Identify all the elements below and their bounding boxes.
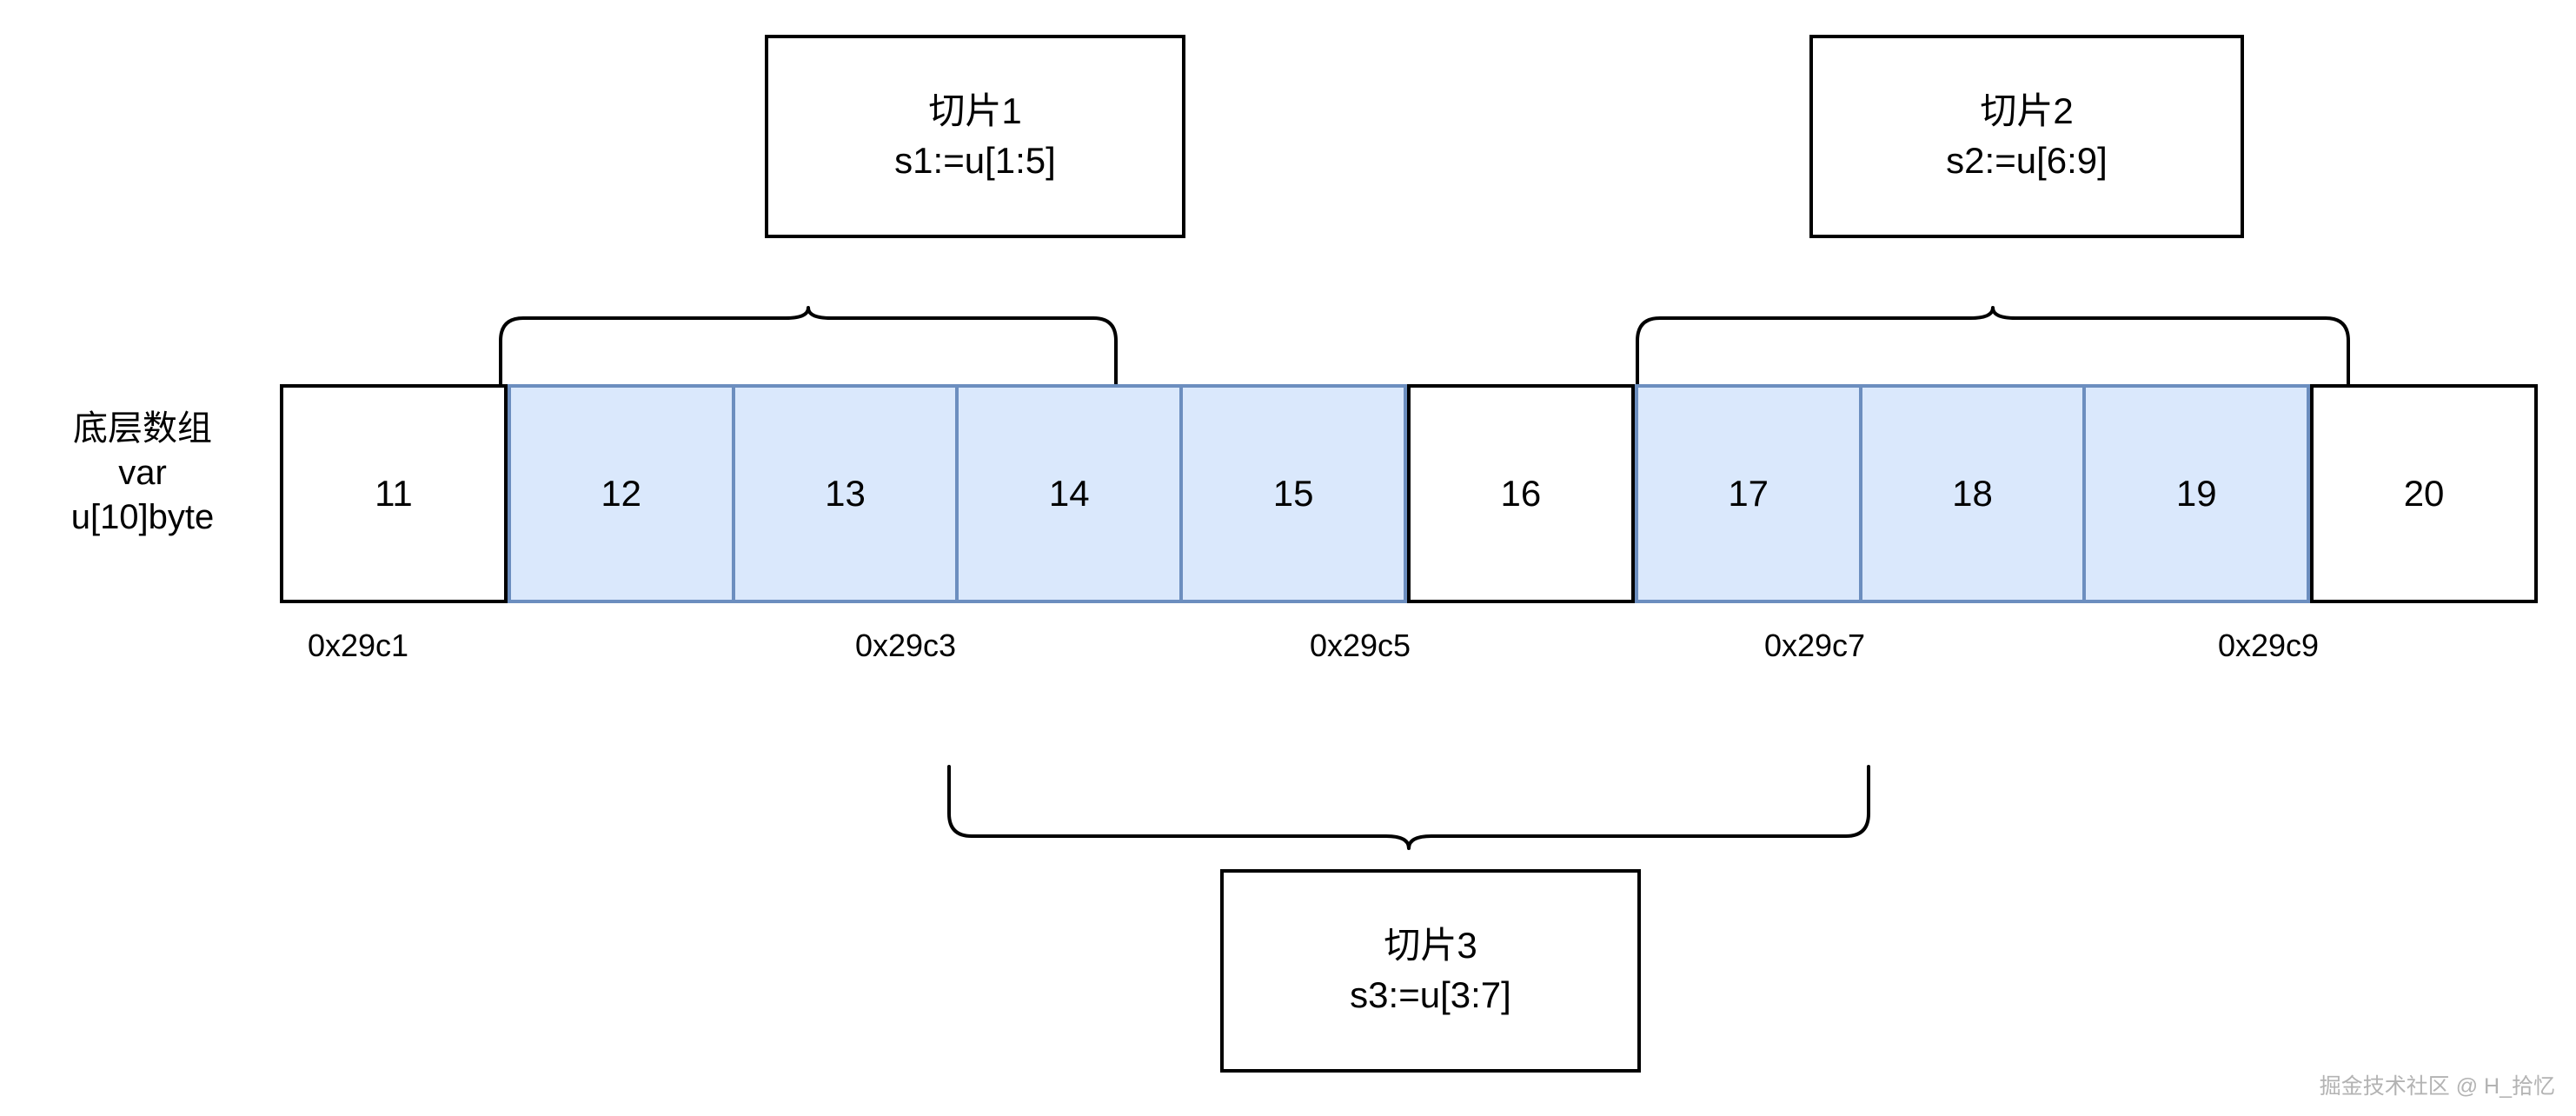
array-label-line1: 底层数组	[73, 409, 212, 448]
array-cell-value: 20	[2403, 473, 2445, 514]
array-cell-value: 18	[1952, 473, 1993, 514]
array-cell-value: 11	[375, 473, 413, 514]
array-cell: 13	[733, 384, 958, 603]
array-label: 底层数组 var u[10]byte	[26, 407, 259, 541]
array-cell: 19	[2084, 384, 2311, 603]
address-label: 0x29c9	[2217, 628, 2320, 663]
array-cell-value: 14	[1048, 473, 1090, 514]
array-label-line3: u[10]byte	[70, 498, 215, 537]
slice-box-slice2: 切片2 s2:=u[6:9]	[1809, 35, 2244, 238]
array-label-line2: var	[118, 454, 167, 493]
slice-box-slice1: 切片1 s1:=u[1:5]	[765, 35, 1185, 238]
array-cell: 17	[1634, 384, 1861, 603]
array-cell: 16	[1406, 384, 1635, 603]
array-cell: 18	[1860, 384, 2085, 603]
address-label: 0x29c5	[1309, 628, 1411, 663]
slice2-title: 切片2	[1980, 90, 2074, 132]
slice1-expression: s1:=u[1:5]	[894, 140, 1056, 181]
slice3-title: 切片3	[1384, 925, 1477, 967]
array-cell-value: 16	[1500, 473, 1542, 514]
array-cell-value: 17	[1728, 473, 1769, 514]
slice-box-slice3: 切片3 s3:=u[3:7]	[1220, 869, 1641, 1073]
array-cell: 15	[1181, 384, 1407, 603]
array-cell-value: 13	[825, 473, 866, 514]
address-label: 0x29c7	[1763, 628, 1866, 663]
array-cell-value: 19	[2175, 473, 2217, 514]
array-cell: 12	[507, 384, 734, 603]
slice2-expression: s2:=u[6:9]	[1946, 140, 2108, 181]
brace-slice3	[947, 765, 1870, 850]
brace-slice1	[499, 306, 1118, 395]
address-label: 0x29c1	[307, 628, 409, 663]
array-cell-value: 12	[601, 473, 642, 514]
slice3-expression: s3:=u[3:7]	[1350, 974, 1511, 1015]
watermark: 掘金技术社区 @ H_拾忆	[2319, 1074, 2555, 1099]
array-cell: 14	[957, 384, 1182, 603]
underlying-array: 11 12 13 14 15 16 17 18 19 20	[280, 384, 2538, 603]
array-cell: 11	[280, 384, 508, 603]
array-cell-value: 15	[1272, 473, 1314, 514]
array-cell: 20	[2310, 384, 2538, 603]
address-label: 0x29c3	[854, 628, 957, 663]
slice1-title: 切片1	[928, 90, 1022, 132]
brace-slice2	[1636, 306, 2350, 395]
